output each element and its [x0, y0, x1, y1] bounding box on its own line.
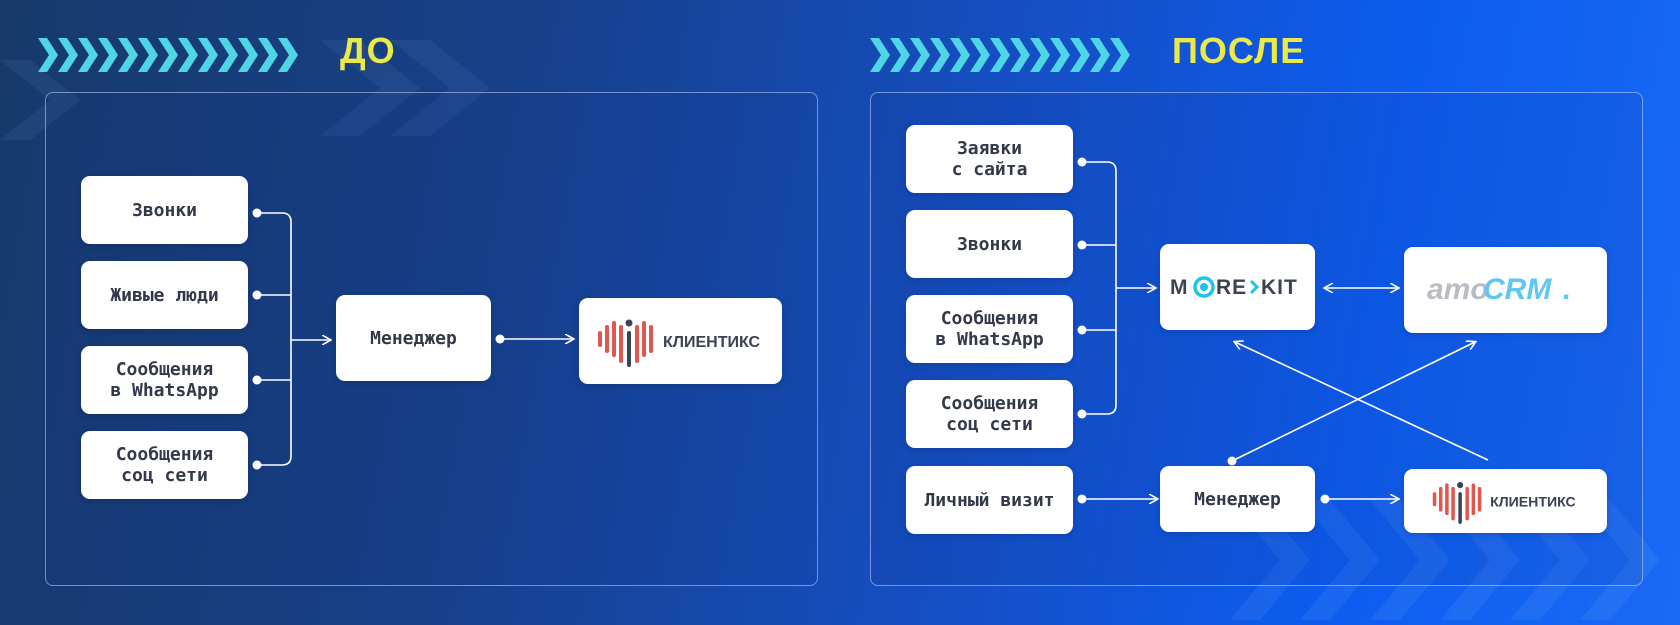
svg-text:CRM: CRM — [1483, 273, 1552, 306]
chevron-icon — [870, 38, 890, 72]
after-manager: Менеджер — [1160, 466, 1315, 532]
chevron-icon — [1070, 38, 1090, 72]
chevron-icon — [198, 38, 218, 72]
chevron-icon — [78, 38, 98, 72]
chevron-icon — [1030, 38, 1050, 72]
svg-text:.: . — [1562, 273, 1570, 306]
svg-text:amo: amo — [1427, 273, 1489, 306]
before-source-walkin: Живые люди — [81, 261, 248, 329]
after-source-whatsapp: Сообщения в WhatsApp — [906, 295, 1073, 363]
before-source-whatsapp: Сообщения в WhatsApp — [81, 346, 248, 414]
klientiks-logo-text: КЛИЕНТИКС — [663, 334, 761, 351]
after-title: ПОСЛЕ — [1172, 30, 1306, 71]
morekit-logo: M RE KIT — [1160, 244, 1315, 330]
chevron-icon — [1110, 38, 1130, 72]
after-source-calls: Звонки — [906, 210, 1073, 278]
svg-text:KIT: KIT — [1261, 276, 1298, 299]
before-source-calls: Звонки — [81, 176, 248, 244]
klientiks-logo-icon: КЛИЕНТИКС — [597, 319, 761, 367]
chevron-icon — [1090, 38, 1110, 72]
amocrm-logo: amo CRM . — [1404, 247, 1607, 333]
after-source-social: Сообщения соц сети — [906, 380, 1073, 448]
chevron-icon — [278, 38, 298, 72]
morekit-logo-icon: M RE KIT — [1170, 276, 1298, 299]
chevron-icon — [990, 38, 1010, 72]
klientiks-logo-text: КЛИЕНТИКС — [1490, 493, 1576, 509]
before-title: ДО — [340, 30, 396, 71]
chevron-icon — [950, 38, 970, 72]
before-manager: Менеджер — [336, 295, 491, 381]
chevron-icon — [238, 38, 258, 72]
before-source-social: Сообщения соц сети — [81, 431, 248, 499]
chevron-icon — [138, 38, 158, 72]
chevron-row-after — [870, 38, 1130, 72]
after-klientiks-logo: КЛИЕНТИКС — [1404, 469, 1607, 533]
after-source-visit: Личный визит — [906, 466, 1073, 534]
chevron-icon — [258, 38, 278, 72]
chevron-icon — [98, 38, 118, 72]
chevron-icon — [910, 38, 930, 72]
chevron-icon — [890, 38, 910, 72]
chevron-icon — [930, 38, 950, 72]
chevron-icon — [970, 38, 990, 72]
chevron-icon — [158, 38, 178, 72]
chevron-icon — [1010, 38, 1030, 72]
svg-text:M: M — [1170, 276, 1189, 299]
chevron-icon — [1050, 38, 1070, 72]
chevron-icon — [178, 38, 198, 72]
chevron-icon — [218, 38, 238, 72]
klientiks-logo-icon: КЛИЕНТИКС — [1432, 482, 1576, 524]
chevron-icon — [38, 38, 58, 72]
before-klientiks-logo: КЛИЕНТИКС — [579, 298, 782, 384]
amocrm-logo-icon: amo CRM . — [1427, 273, 1570, 306]
chevron-row-before — [38, 38, 298, 72]
chevron-icon — [58, 38, 78, 72]
after-source-site: Заявки с сайта — [906, 125, 1073, 193]
chevron-icon — [118, 38, 138, 72]
svg-text:RE: RE — [1216, 276, 1247, 299]
